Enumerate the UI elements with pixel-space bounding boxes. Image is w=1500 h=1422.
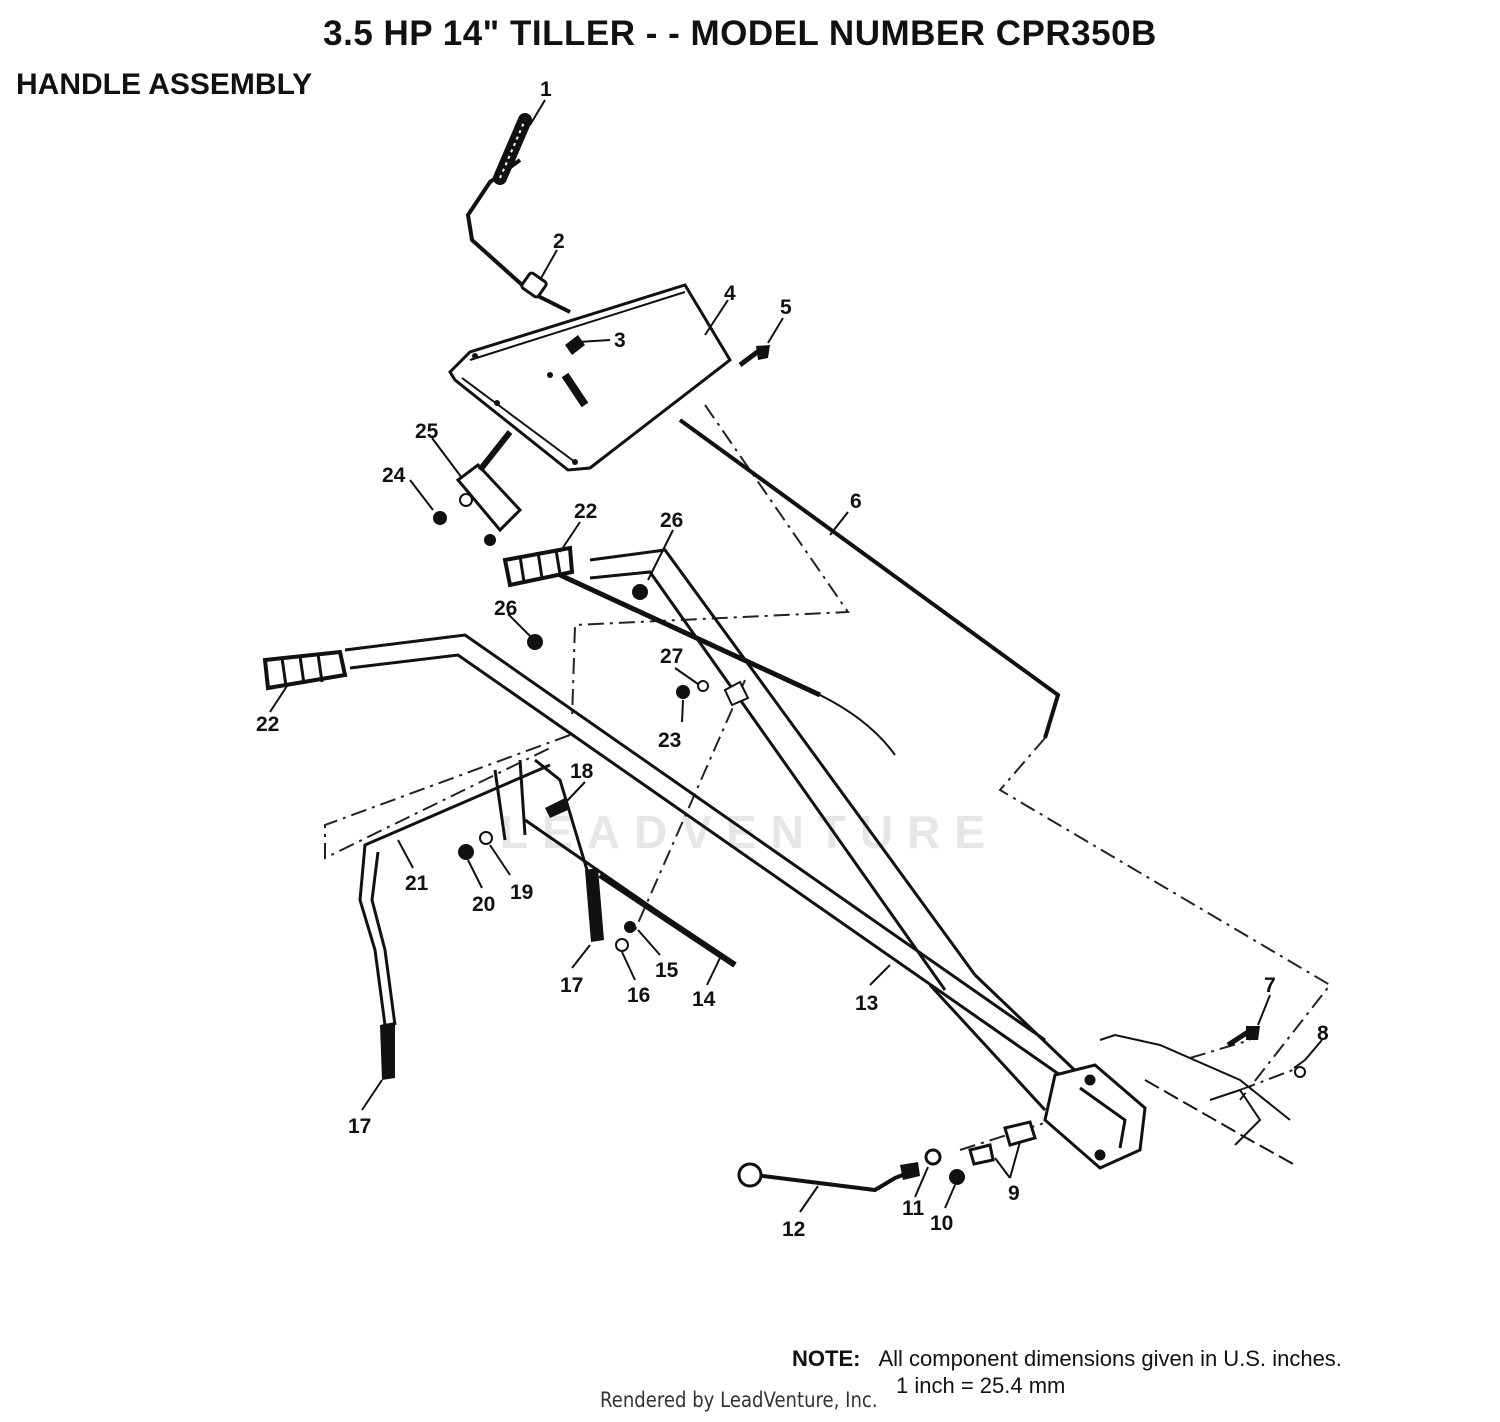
part-4-control-panel [448,283,732,472]
callout-26-lower: 26 [494,597,517,620]
callout-13: 13 [855,992,878,1015]
callout-24: 24 [382,464,406,487]
callout-12: 12 [782,1218,805,1241]
part-20-nut [458,844,474,860]
callout-20: 20 [472,893,495,916]
callout-25: 25 [415,420,439,443]
callout-26-upper: 26 [660,509,683,532]
note-line-2: 1 inch = 25.4 mm [896,1373,1066,1398]
part-10-nut [949,1169,965,1185]
callout-21: 21 [405,872,429,895]
callout-2: 2 [553,230,565,253]
render-credit: Rendered by LeadVenture, Inc. [600,1388,878,1412]
part-21-control-bail [358,758,592,1026]
handle-bracket-housing [1043,1063,1147,1170]
page-title: 3.5 HP 14" TILLER - - MODEL NUMBER CPR35… [323,14,1157,53]
phantom-line-cable [634,679,746,931]
callout-22-right: 22 [574,500,597,523]
callout-19: 19 [510,881,533,904]
note-line-1: All component dimensions given in U.S. i… [878,1346,1342,1371]
callout-16: 16 [627,984,650,1007]
callout-22-left: 22 [256,713,279,736]
leader-lines [269,99,1323,1213]
callout-labels: 1 2 3 4 5 6 7 8 9 10 11 12 13 14 15 16 1… [256,78,1329,1241]
upper-cable [558,572,896,756]
part-24-nut [433,511,447,525]
part-8-pin [1293,1059,1306,1078]
section-title: HANDLE ASSEMBLY [16,68,313,101]
part-25-lever-bracket [455,430,523,546]
phantom-outline-lower [324,734,571,860]
part-7-bolt [1226,1026,1260,1048]
part-6-rod [678,418,1061,739]
phantom-outline-right [998,737,1332,1101]
callout-15: 15 [655,959,679,982]
part-17-grip-lower-right [585,868,604,942]
part-22-grip-right [502,545,575,588]
callout-17-left: 17 [348,1115,371,1138]
callout-27: 27 [660,645,683,668]
callout-4: 4 [724,282,736,305]
callout-17-right: 17 [560,974,583,997]
part-17-grip-lower-left [380,1022,395,1080]
part-16-nut [615,938,629,952]
callout-10: 10 [930,1212,953,1235]
callout-23: 23 [658,729,681,752]
phantom-outline-upper [571,404,850,721]
callout-3: 3 [614,329,626,352]
part-12-shift-rod [737,1162,920,1193]
callout-8: 8 [1317,1022,1329,1045]
part-9-knobs [968,1120,1037,1166]
callout-18: 18 [570,760,594,783]
part-22-grip-left [262,649,348,691]
part-19-washer [479,831,493,845]
callout-9: 9 [1008,1182,1020,1205]
part-15-washer [624,921,636,933]
part-26-nut-lower [527,634,543,650]
part-18-bolt [545,798,568,818]
phantom-outlines [324,404,1332,1151]
cable-clip [723,680,750,707]
callout-1: 1 [540,78,552,101]
part-14-cable [524,818,737,968]
callout-11: 11 [902,1197,925,1220]
part-26-nut-upper [632,584,648,600]
dimension-note: NOTE: All component dimensions given in U… [792,1345,1342,1399]
part-23-nut [676,685,690,699]
callout-5: 5 [780,296,792,319]
note-label: NOTE: [792,1346,861,1371]
part-1-control-rod [465,113,571,314]
callout-14: 14 [692,988,716,1011]
callout-7: 7 [1264,974,1276,997]
engine-outline [1099,1033,1296,1166]
phantom-line-pin8 [1239,1067,1299,1091]
part-11-washer [924,1148,942,1166]
part-13-handle-frame [344,548,1087,1112]
part-27-washer [697,680,709,692]
part-3-screw [547,335,585,378]
phantom-line-bolt7 [1189,1039,1251,1059]
callout-6: 6 [850,490,862,513]
part-5-bolt [738,345,770,367]
